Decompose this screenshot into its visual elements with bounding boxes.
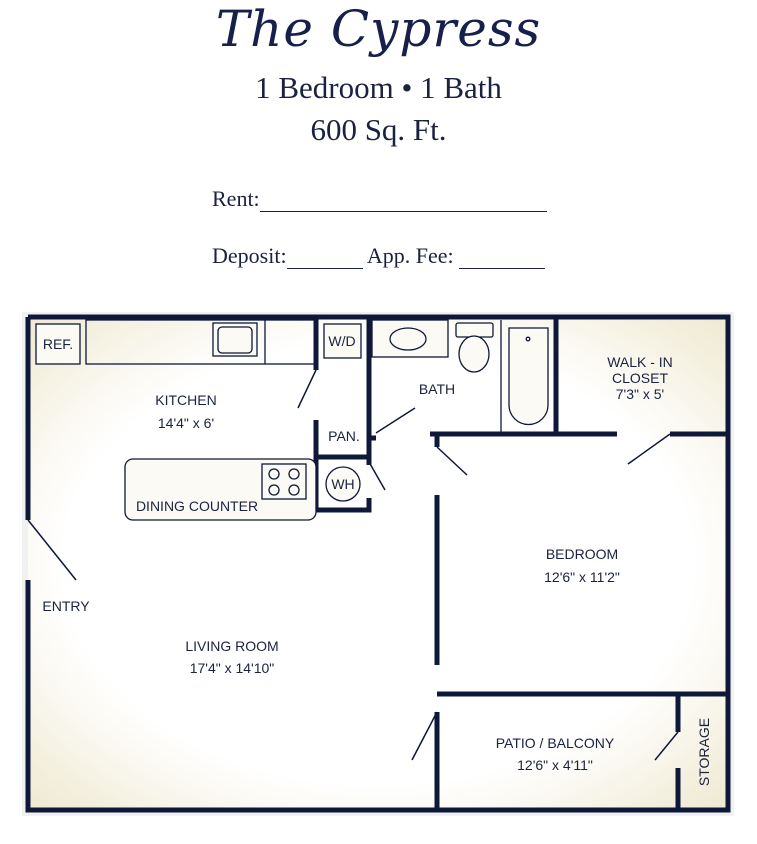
dining-counter-label: DINING COUNTER xyxy=(136,498,258,514)
rent-field[interactable]: Rent: xyxy=(212,186,547,212)
entry-label: ENTRY xyxy=(42,598,90,614)
floor xyxy=(28,317,728,810)
kitchen-size: 14'4" x 6' xyxy=(158,415,214,431)
bathtub xyxy=(508,327,549,426)
plan-area: 600 Sq. Ft. xyxy=(310,112,447,147)
bedroom-size: 12'6" x 11'2" xyxy=(544,569,620,585)
kitchen-label: KITCHEN xyxy=(155,392,216,408)
plan-layout: 1 Bedroom • 1 Bath xyxy=(255,70,502,105)
door-swings xyxy=(27,369,679,761)
living-room-size: 17'4" x 14'10" xyxy=(190,660,275,676)
closet-label-2: CLOSET xyxy=(612,370,668,386)
storage-label: STORAGE xyxy=(696,718,712,786)
pantry-label: PAN. xyxy=(328,428,360,444)
wd-label: W/D xyxy=(328,333,355,349)
bath-label: BATH xyxy=(419,381,455,397)
refrigerator xyxy=(35,323,81,365)
kitchen-counter xyxy=(85,319,317,365)
water-heater xyxy=(325,466,361,502)
living-room-label: LIVING ROOM xyxy=(185,638,278,654)
bath-sink xyxy=(389,327,427,351)
rent-label: Rent: xyxy=(212,186,260,211)
app-fee-blank xyxy=(459,248,546,269)
closet-label-1: WALK - IN xyxy=(607,354,673,370)
patio-size: 12'6" x 4'11" xyxy=(517,757,593,773)
ref-label: REF. xyxy=(43,336,73,352)
bedroom-label: BEDROOM xyxy=(546,546,618,562)
closet-size: 7'3" x 5' xyxy=(616,386,664,402)
wh-label: WH xyxy=(331,476,354,492)
patio-label: PATIO / BALCONY xyxy=(496,735,615,751)
deposit-label: Deposit: xyxy=(212,243,287,268)
toilet-tank xyxy=(455,322,494,338)
rent-blank xyxy=(259,191,547,212)
app-fee-label: App. Fee: xyxy=(366,243,454,268)
cooktop xyxy=(261,463,307,500)
washer-dryer xyxy=(323,323,362,359)
deposit-blank xyxy=(286,248,363,269)
plan-title: The Cypress xyxy=(215,0,542,58)
fees-field[interactable]: Deposit: App. Fee: xyxy=(212,243,546,269)
toilet-bowl xyxy=(458,335,490,373)
fixtures xyxy=(35,319,549,521)
